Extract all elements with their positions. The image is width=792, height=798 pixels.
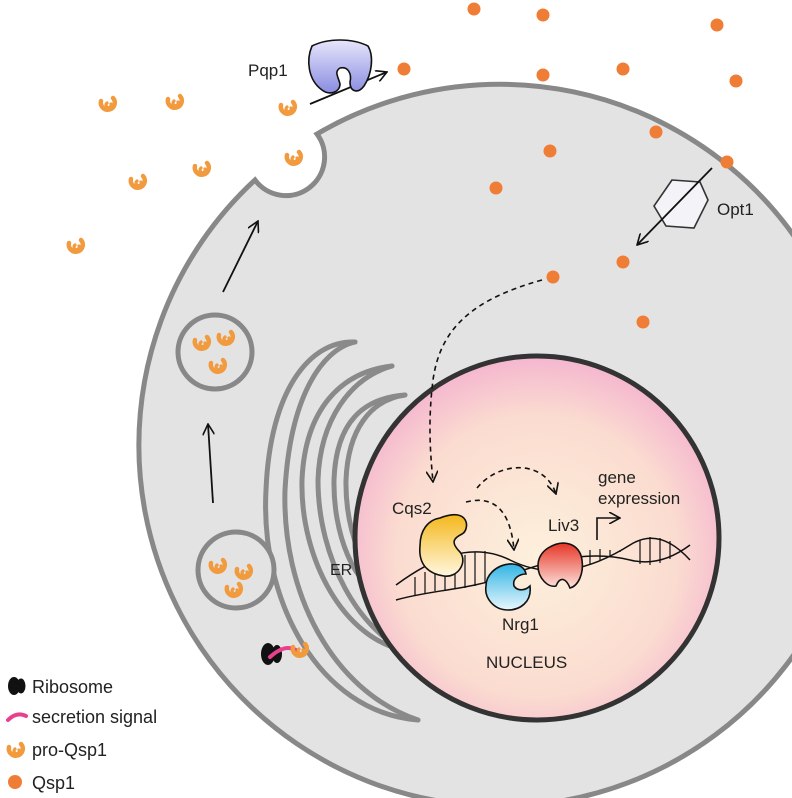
legend-label-pro-qsp1: pro-Qsp1 <box>32 740 107 760</box>
cqs2-protein-icon <box>419 513 468 577</box>
ribosome-translation-complex <box>261 643 307 665</box>
qsp1-peptides <box>397 2 743 329</box>
liv3-label: Liv3 <box>548 516 579 535</box>
secretion-arrows <box>208 72 387 504</box>
pro-qsp1-icon <box>9 744 23 756</box>
transport-vesicle <box>175 312 255 392</box>
qsp1-import-path <box>430 279 543 482</box>
legend-label-ribosome: Ribosome <box>32 677 113 697</box>
er-label: ER <box>330 562 352 579</box>
opt1-label: Opt1 <box>717 200 754 219</box>
legend: Ribosome secretion signal pro-Qsp1 Qsp1 <box>6 677 157 793</box>
qsp1-icon <box>8 775 22 789</box>
cqs2-label: Cqs2 <box>392 499 432 518</box>
pqp1-label: Pqp1 <box>248 61 288 80</box>
nucleus-label: NUCLEUS <box>486 653 567 672</box>
transcription-start-arrow <box>596 518 620 540</box>
secretion-signal-icon <box>6 712 28 722</box>
regulatory-arrows <box>465 466 556 550</box>
gene-expression-label-line2: expression <box>598 489 680 508</box>
nucleus <box>352 353 722 723</box>
opt1-transporter-icon <box>637 167 713 245</box>
pqp1-icon <box>308 39 373 94</box>
legend-label-secretion-signal: secretion signal <box>32 707 157 727</box>
nrg1-label: Nrg1 <box>502 615 539 634</box>
legend-label-qsp1: Qsp1 <box>32 773 75 793</box>
nrg1-protein-icon <box>484 563 531 611</box>
gene-expression-label-line1: gene <box>598 468 636 487</box>
liv3-protein-icon <box>537 542 584 589</box>
ribosome-icon <box>8 677 26 695</box>
